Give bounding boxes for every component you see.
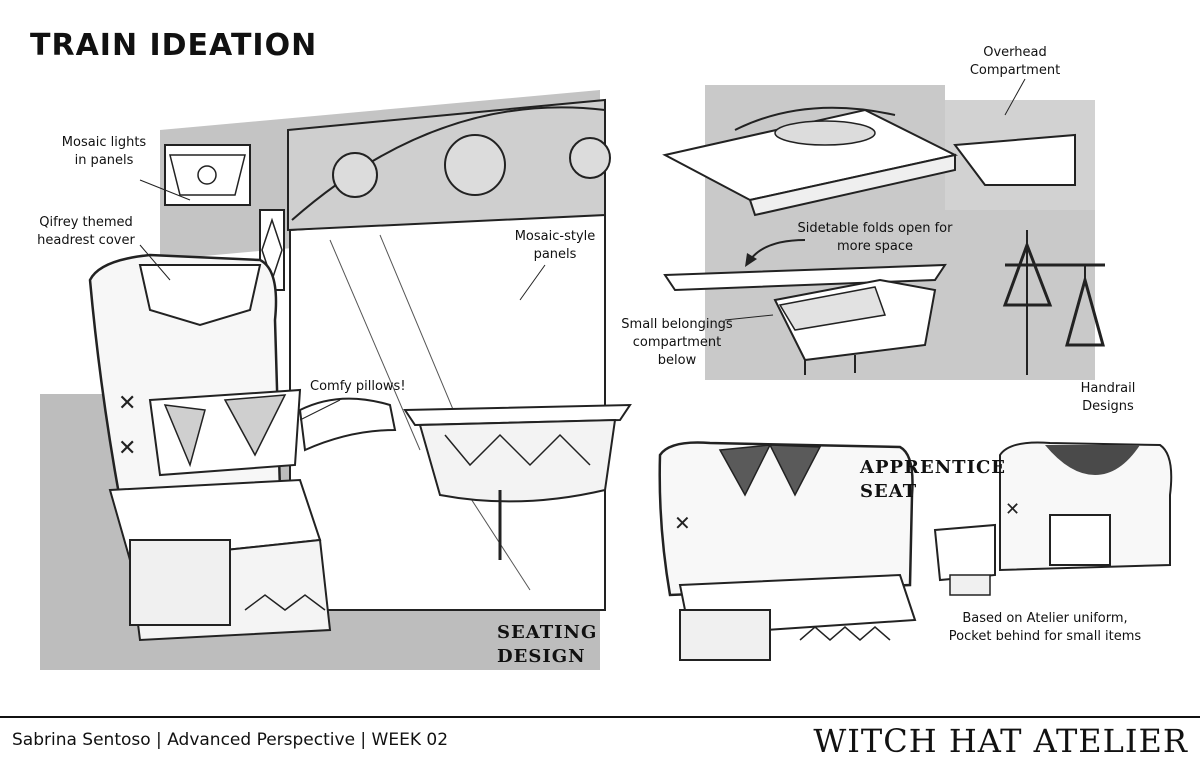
apprentice-seat-base xyxy=(679,609,771,661)
rear-pocket xyxy=(1049,514,1111,566)
note-line: in panels xyxy=(74,153,134,168)
label-line: DESIGN xyxy=(497,646,586,667)
svg-text:✕: ✕ xyxy=(118,391,136,416)
overhead-sidetable-sketch xyxy=(662,78,1105,380)
porthole-1 xyxy=(332,152,378,198)
collar-left xyxy=(718,444,772,497)
armrest xyxy=(298,397,397,452)
note-small-belongings: Small belongings compartment below xyxy=(612,316,742,370)
collar-right xyxy=(768,444,822,497)
sidetable-fold-top xyxy=(663,263,947,292)
handrail-triangle-2 xyxy=(1065,274,1105,347)
label-seating-design: SEATING DESIGN xyxy=(497,621,597,669)
seating-design-sketch: ✕ ✕ xyxy=(40,90,632,670)
rear-seat-cushion xyxy=(933,523,996,582)
note-line: headrest cover xyxy=(37,233,135,248)
note-line: panels xyxy=(533,247,577,262)
label-line: SEAT xyxy=(860,481,918,502)
note-comfy-pillows: Comfy pillows! xyxy=(310,379,406,394)
note-qifrey-headrest: Qifrey themed headrest cover xyxy=(28,214,144,250)
apprentice-seat-rear xyxy=(999,441,1173,572)
note-mosaic-panels: Mosaic-style panels xyxy=(505,228,605,264)
note-line: Overhead xyxy=(983,45,1047,60)
note-overhead: Overhead Compartment xyxy=(960,44,1070,80)
note-line: Handrail xyxy=(1080,381,1136,396)
brand-logo: WITCH HAT ATELIER xyxy=(813,722,1188,760)
handrail-triangle-1 xyxy=(1002,240,1053,307)
note-line: Compartment xyxy=(969,63,1061,78)
note-line: Mosaic-style xyxy=(514,229,596,244)
note-apprentice-uniform: Based on Atelier uniform, Pocket behind … xyxy=(935,610,1155,646)
porthole-3 xyxy=(569,137,611,179)
note-line: Mosaic lights xyxy=(61,135,147,150)
label-line: APPRENTICE xyxy=(860,457,1007,478)
note-line: compartment below xyxy=(632,335,722,368)
sidetable-top xyxy=(403,403,632,427)
svg-text:✕: ✕ xyxy=(674,511,691,535)
note-line: Designs xyxy=(1082,399,1134,414)
svg-text:✕: ✕ xyxy=(1005,499,1020,520)
note-line: Pocket behind for small items xyxy=(948,629,1142,644)
footer-credit: Sabrina Sentoso | Advanced Perspective |… xyxy=(12,730,449,750)
note-line: Based on Atelier uniform, xyxy=(962,611,1128,626)
note-sidetable: Sidetable folds open for more space xyxy=(790,220,960,256)
footer-divider xyxy=(0,716,1200,718)
note-mosaic-lights: Mosaic lights in panels xyxy=(44,134,164,170)
apprentice-seat-sketch: ✕ ✕ xyxy=(658,441,1173,661)
note-line: Qifrey themed xyxy=(39,215,133,230)
note-line: more space xyxy=(837,239,913,254)
page-title: TRAIN IDEATION xyxy=(30,28,318,63)
chair-base xyxy=(129,539,231,626)
label-line: SEATING xyxy=(497,622,598,643)
note-line: Sidetable folds open for xyxy=(797,221,953,236)
apprentice-seat-back xyxy=(658,441,914,597)
label-apprentice-seat: APPRENTICE SEAT xyxy=(860,456,1006,504)
svg-text:✕: ✕ xyxy=(118,436,136,461)
note-line: Small belongings xyxy=(621,317,733,332)
rear-collar xyxy=(1045,445,1140,475)
note-handrail: Handrail Designs xyxy=(1076,380,1140,416)
porthole-2 xyxy=(444,134,506,196)
